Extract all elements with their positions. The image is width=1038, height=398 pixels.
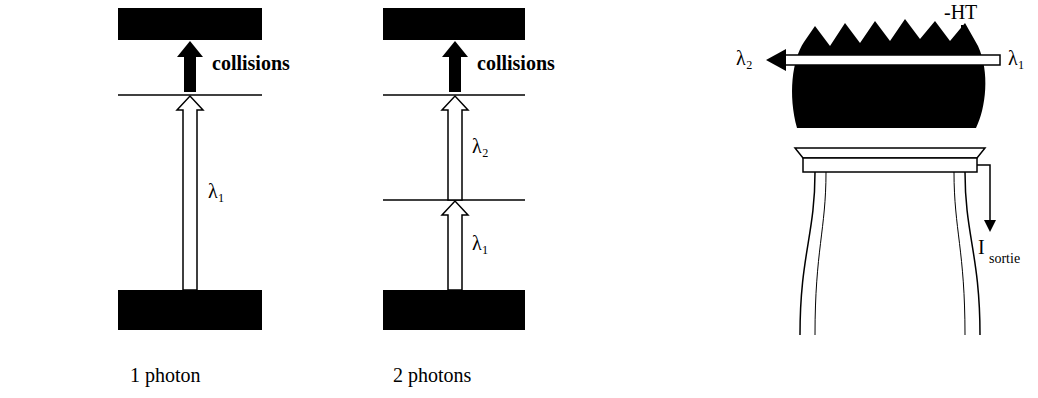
lamp-body (815, 172, 826, 335)
output-wire (977, 165, 990, 222)
cathode-glow (792, 19, 985, 128)
laser-beam (785, 55, 1000, 65)
wavelength-label: λ₂ (472, 135, 489, 158)
anode-plate-top (795, 148, 985, 158)
high-voltage-wire (961, 25, 963, 40)
lamp-body (965, 172, 980, 335)
anode-plate-front (803, 158, 977, 172)
ground-level-band (118, 290, 262, 330)
wavelength-label: λ₁ (1008, 47, 1025, 70)
lamp-body (954, 172, 965, 335)
current-subscript: sortie (989, 251, 1020, 267)
photon-arrow (442, 201, 468, 290)
wavelength-label: λ₁ (472, 232, 489, 255)
diagram-caption: 2 photons (393, 364, 471, 387)
photon-arrow (177, 96, 203, 290)
process-label: collisions (212, 52, 290, 75)
beam-arrowhead (766, 49, 786, 71)
wavelength-label: λ₂ (736, 47, 753, 70)
lamp-body (800, 172, 815, 335)
wavelength-label: λ₁ (208, 180, 225, 203)
voltage-label: -HT (944, 1, 977, 24)
hollow-cathode-lamp (766, 19, 1000, 335)
output-arrowhead (984, 220, 996, 232)
excited-level (383, 94, 525, 96)
upper-level-band (118, 8, 262, 40)
photon-arrow (442, 96, 468, 200)
upper-level-band (383, 8, 525, 40)
ground-level-band (383, 290, 525, 330)
collision-arrow (177, 41, 203, 92)
diagram-caption: 1 photon (130, 364, 201, 387)
collision-arrow (442, 41, 468, 92)
current-label: I (978, 236, 985, 259)
process-label: collisions (477, 52, 555, 75)
